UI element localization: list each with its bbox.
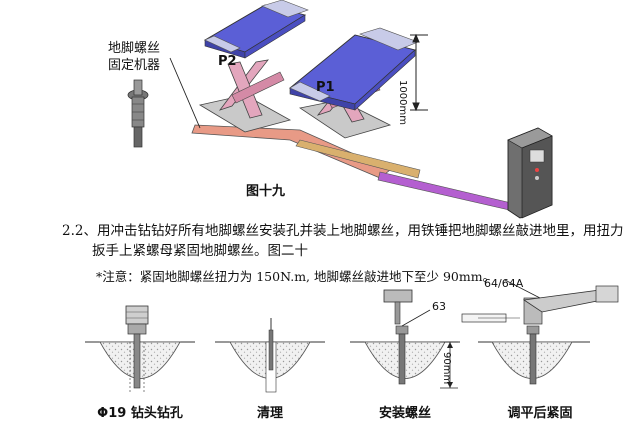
platform-label-p2: P2 xyxy=(218,54,237,69)
step-drill xyxy=(85,305,195,392)
wrench-part-number: 64/64A xyxy=(484,277,524,290)
height-dimension-line xyxy=(410,33,428,112)
anchor-bolt-icon xyxy=(127,79,149,148)
caption-drill: Φ19 钻头钻孔 xyxy=(97,406,183,421)
callout-label-line1: 地脚螺丝 xyxy=(108,41,161,56)
note-text: *注意：紧固地脚螺丝扭力为 150N.m, 地脚螺丝敲进地下至少 90mm。 xyxy=(96,269,496,284)
step-number: 2.2、 xyxy=(62,223,97,239)
step-text-line2: 扳手上紧螺母紧固地脚螺丝。图二十 xyxy=(92,243,308,259)
step-level-tighten xyxy=(461,279,619,385)
step-text-line1: 用冲击钻钻好所有地脚螺丝安装孔并装上地脚螺丝，用铁锤把地脚螺丝敲进地里，用扭力 xyxy=(96,223,624,239)
callout-label-line2: 固定机器 xyxy=(108,58,161,73)
depth-dimension-label: 90mm xyxy=(441,352,452,385)
step-install-bolt xyxy=(350,289,460,389)
step-clean xyxy=(215,318,325,393)
bolt-part-number: 63 xyxy=(432,300,446,313)
lift-unit-p1 xyxy=(289,27,419,139)
control-box xyxy=(507,127,553,219)
floor-cover-strip xyxy=(191,124,521,213)
caption-clean: 清理 xyxy=(256,406,283,421)
platform-label-p1: P1 xyxy=(316,80,335,95)
caption-level-tighten: 调平后紧固 xyxy=(507,406,573,421)
caption-install-bolt: 安装螺丝 xyxy=(378,406,431,421)
lift-unit-p2 xyxy=(198,0,309,133)
figure19-title: 图十九 xyxy=(246,184,286,199)
callout-leader xyxy=(169,57,201,129)
